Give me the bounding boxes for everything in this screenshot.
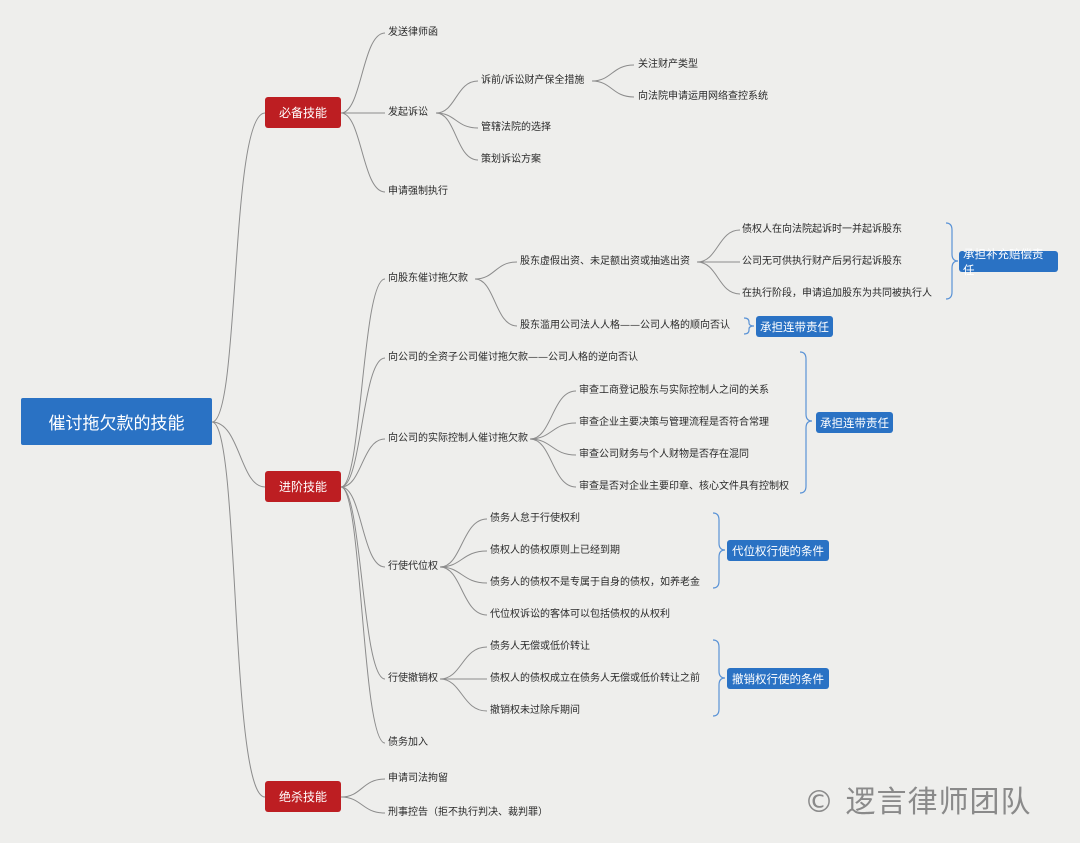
node-add-party[interactable]: 在执行阶段，申请追加股东为共同被执行人 [742,288,932,299]
node-abuse-personality[interactable]: 股东滥用公司法人人格——公司人格的顺向否认 [520,320,730,331]
node-false-capital[interactable]: 股东虚假出资、未足额出资或抽逃出资 [520,256,690,267]
node-property-type[interactable]: 关注财产类型 [638,59,698,70]
node-revocation-cond-2[interactable]: 债权人的债权成立在债务人无偿或低价转让之前 [490,673,700,684]
node-debt-join[interactable]: 债务加入 [388,737,428,748]
node-check-decision[interactable]: 审查企业主要决策与管理流程是否符合常理 [579,417,769,428]
node-check-registration[interactable]: 审查工商登记股东与实际控制人之间的关系 [579,385,769,396]
category-ultimate-skills[interactable]: 绝杀技能 [265,781,341,812]
node-check-seal[interactable]: 审查是否对企业主要印章、核心文件具有控制权 [579,481,789,492]
tag-joint-liability-1[interactable]: 承担连带责任 [756,316,833,337]
node-plan-lawsuit[interactable]: 策划诉讼方案 [481,154,541,165]
node-subrogation-cond-2[interactable]: 债权人的债权原则上已经到期 [490,545,620,556]
node-property-preservation[interactable]: 诉前/诉讼财产保全措施 [481,75,585,86]
tag-revocation-conditions[interactable]: 撤销权行使的条件 [727,668,829,689]
node-controller-claim[interactable]: 向公司的实际控制人催讨拖欠款 [388,433,528,444]
node-judicial-detention[interactable]: 申请司法拘留 [388,773,448,784]
node-revocation-cond-1[interactable]: 债务人无偿或低价转让 [490,641,590,652]
node-shareholder-claim[interactable]: 向股东催讨拖欠款 [388,273,468,284]
node-criminal-complaint[interactable]: 刑事控告（拒不执行判决、裁判罪） [388,807,548,818]
node-subrogation-cond-1[interactable]: 债务人怠于行使权利 [490,513,580,524]
node-subrogation-cond-3[interactable]: 债务人的债权不是专属于自身的债权，如养老金 [490,577,700,588]
node-check-finance[interactable]: 审查公司财务与个人财物是否存在混同 [579,449,749,460]
node-file-lawsuit[interactable]: 发起诉讼 [388,107,428,118]
node-enforcement[interactable]: 申请强制执行 [388,186,448,197]
node-revocation-cond-3[interactable]: 撤销权未过除斥期间 [490,705,580,716]
node-subrogation[interactable]: 行使代位权 [388,561,438,572]
node-sue-together[interactable]: 债权人在向法院起诉时一并起诉股东 [742,224,902,235]
category-basic-skills[interactable]: 必备技能 [265,97,341,128]
node-revocation[interactable]: 行使撤销权 [388,673,438,684]
category-advanced-skills[interactable]: 进阶技能 [265,471,341,502]
watermark: © 逻言律师团队 [804,785,1032,820]
tag-joint-liability-2[interactable]: 承担连带责任 [816,412,893,433]
node-court-choice[interactable]: 管辖法院的选择 [481,122,551,133]
tag-supplementary-liability[interactable]: 承担补充赔偿责任 [959,247,1058,277]
tag-subrogation-conditions[interactable]: 代位权行使的条件 [727,540,829,561]
node-subsidiary-claim[interactable]: 向公司的全资子公司催讨拖欠款——公司人格的逆向否认 [388,352,638,363]
node-network-search[interactable]: 向法院申请运用网络查控系统 [638,91,768,102]
root-node[interactable]: 催讨拖欠款的技能 [21,398,212,445]
node-sue-after[interactable]: 公司无可供执行财产后另行起诉股东 [742,256,902,267]
node-send-letter[interactable]: 发送律师函 [388,27,438,38]
node-subrogation-cond-4[interactable]: 代位权诉讼的客体可以包括债权的从权利 [490,609,670,620]
